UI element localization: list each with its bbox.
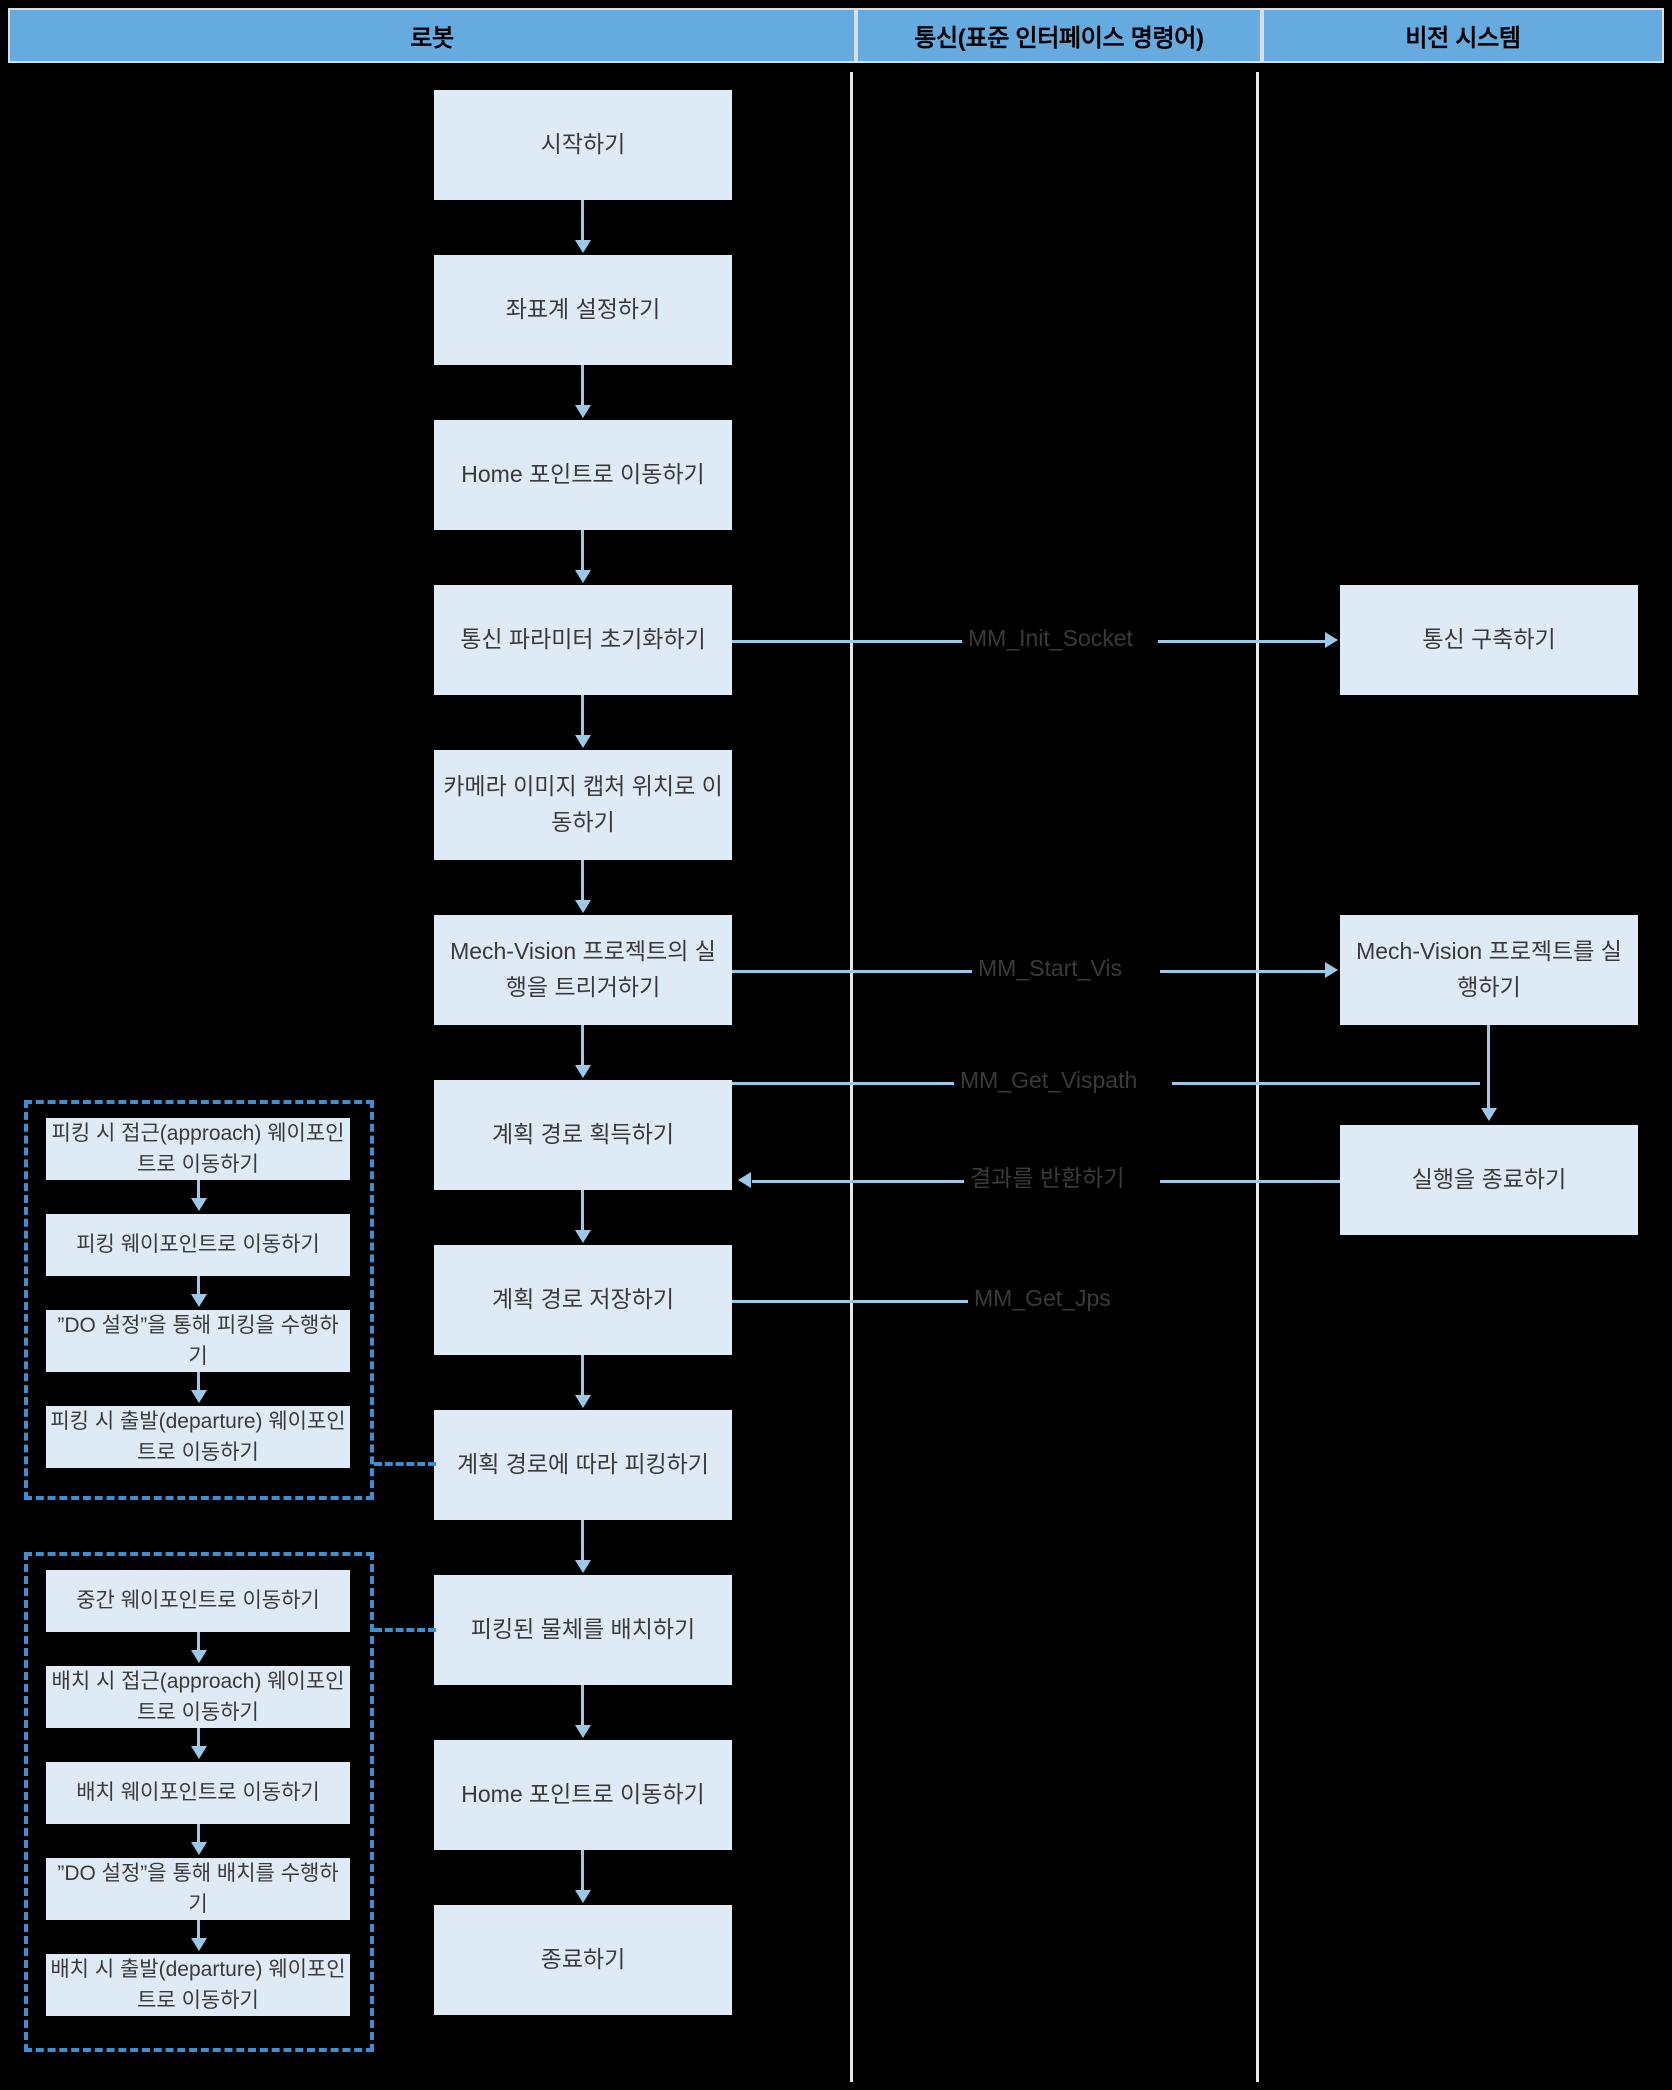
msg-label-get-vispath: MM_Get_Vispath bbox=[954, 1067, 1144, 1094]
connector-place-do-to-departure bbox=[197, 1920, 200, 1940]
lane-header-communication: 통신(표준 인터페이스 명령어) bbox=[856, 8, 1262, 63]
arrowhead-pick-waypoint bbox=[191, 1198, 207, 1211]
connector-place-waypoint-to-do bbox=[197, 1824, 200, 1844]
lane-header-vision-system: 비전 시스템 bbox=[1262, 8, 1664, 63]
place-step-do-set[interactable]: ”DO 설정”을 통해 배치를 수행하기 bbox=[46, 1858, 350, 1920]
dashed-link-place-group-to-main bbox=[374, 1628, 436, 1632]
msg-label-get-jps: MM_Get_Jps bbox=[968, 1285, 1117, 1312]
arrowhead-getpath bbox=[575, 1065, 591, 1078]
vision-step-end-run[interactable]: 실행을 종료하기 bbox=[1340, 1125, 1638, 1235]
connector-capture-to-trigger bbox=[581, 860, 584, 902]
msgline-return-result-right bbox=[1160, 1180, 1340, 1183]
msgline-return-result-left bbox=[752, 1180, 964, 1183]
msg-label-return-result: 결과를 반환하기 bbox=[964, 1165, 1131, 1192]
msgline-init-socket-left bbox=[732, 640, 962, 643]
arrowhead-place bbox=[575, 1560, 591, 1573]
vision-step-build-comm[interactable]: 통신 구축하기 bbox=[1340, 585, 1638, 695]
robot-step-get-plan-path[interactable]: 계획 경로 획득하기 bbox=[434, 1080, 732, 1190]
lane-header-row: 로봇 통신(표준 인터페이스 명령어) 비전 시스템 bbox=[8, 8, 1664, 63]
arrowhead-pick-departure bbox=[191, 1390, 207, 1403]
lane-header-robot: 로봇 bbox=[8, 8, 856, 63]
pick-step-departure[interactable]: 피킹 시 출발(departure) 웨이포인트로 이동하기 bbox=[46, 1406, 350, 1468]
placing-subroutine-group bbox=[24, 1552, 374, 2052]
arrowhead-init bbox=[575, 570, 591, 583]
msgline-get-jps bbox=[732, 1300, 968, 1303]
msgline-start-vis-right bbox=[1160, 970, 1326, 973]
place-step-approach[interactable]: 배치 시 접근(approach) 웨이포인트로 이동하기 bbox=[46, 1666, 350, 1728]
robot-step-init-comm-params[interactable]: 통신 파라미터 초기화하기 bbox=[434, 585, 732, 695]
arrowhead-savepath bbox=[575, 1230, 591, 1243]
connector-home1-to-init bbox=[581, 530, 584, 572]
dashed-link-pick-group-to-main bbox=[374, 1462, 436, 1466]
robot-step-trigger-vision[interactable]: Mech-Vision 프로젝트의 실행을 트리거하기 bbox=[434, 915, 732, 1025]
msgline-start-vis-left bbox=[732, 970, 972, 973]
arrowhead-end bbox=[575, 1890, 591, 1903]
connector-getpath-to-savepath bbox=[581, 1190, 584, 1232]
arrowhead-init-socket bbox=[1325, 632, 1338, 648]
msgline-get-vispath-right bbox=[1172, 1082, 1480, 1085]
msg-label-start-vis: MM_Start_Vis bbox=[972, 955, 1129, 982]
connector-start-to-set-frame bbox=[581, 200, 584, 242]
pick-step-do-set[interactable]: ”DO 설정”을 통해 피킹을 수행하기 bbox=[46, 1310, 350, 1372]
connector-pick-waypoint-to-do bbox=[197, 1276, 200, 1296]
connector-pick-approach-to-waypoint bbox=[197, 1180, 200, 1200]
arrowhead-place-do bbox=[191, 1842, 207, 1855]
robot-step-start[interactable]: 시작하기 bbox=[434, 90, 732, 200]
arrowhead-trigger bbox=[575, 900, 591, 913]
pick-step-approach[interactable]: 피킹 시 접근(approach) 웨이포인트로 이동하기 bbox=[46, 1118, 350, 1180]
arrowhead-set-frame bbox=[575, 240, 591, 253]
place-step-departure[interactable]: 배치 시 출발(departure) 웨이포인트로 이동하기 bbox=[46, 1954, 350, 2016]
lane-divider-robot-comm bbox=[850, 72, 853, 2082]
connector-pick-do-to-departure bbox=[197, 1372, 200, 1392]
robot-step-save-plan-path[interactable]: 계획 경로 저장하기 bbox=[434, 1245, 732, 1355]
robot-step-move-home-1[interactable]: Home 포인트로 이동하기 bbox=[434, 420, 732, 530]
connector-trigger-to-getpath bbox=[581, 1025, 584, 1067]
connector-vision-run-to-endrun bbox=[1487, 1025, 1490, 1110]
lane-divider-comm-vision bbox=[1256, 72, 1259, 2082]
connector-set-frame-to-home1 bbox=[581, 365, 584, 407]
robot-step-move-home-2[interactable]: Home 포인트로 이동하기 bbox=[434, 1740, 732, 1850]
pick-step-waypoint[interactable]: 피킹 웨이포인트로 이동하기 bbox=[46, 1214, 350, 1276]
arrowhead-start-vis bbox=[1325, 962, 1338, 978]
arrowhead-return-result bbox=[738, 1172, 751, 1188]
arrowhead-place-waypoint bbox=[191, 1746, 207, 1759]
arrowhead-pick bbox=[575, 1395, 591, 1408]
place-step-mid-waypoint[interactable]: 중간 웨이포인트로 이동하기 bbox=[46, 1570, 350, 1632]
connector-place-to-home2 bbox=[581, 1685, 584, 1727]
connector-place-approach-to-waypoint bbox=[197, 1728, 200, 1748]
msg-label-init-socket: MM_Init_Socket bbox=[962, 625, 1139, 652]
arrowhead-place-departure bbox=[191, 1938, 207, 1951]
arrowhead-home1 bbox=[575, 405, 591, 418]
connector-home2-to-end bbox=[581, 1850, 584, 1892]
connector-place-mid-to-approach bbox=[197, 1632, 200, 1652]
msgline-init-socket-right bbox=[1158, 640, 1326, 643]
msgline-get-vispath-left bbox=[732, 1082, 954, 1085]
arrowhead-vision-endrun bbox=[1481, 1108, 1497, 1121]
arrowhead-capture bbox=[575, 735, 591, 748]
connector-pick-to-place bbox=[581, 1520, 584, 1562]
arrowhead-pick-do bbox=[191, 1294, 207, 1307]
arrowhead-home2 bbox=[575, 1725, 591, 1738]
robot-step-place-object[interactable]: 피킹된 물체를 배치하기 bbox=[434, 1575, 732, 1685]
robot-step-set-frame[interactable]: 좌표계 설정하기 bbox=[434, 255, 732, 365]
robot-step-move-capture-pos[interactable]: 카메라 이미지 캡처 위치로 이동하기 bbox=[434, 750, 732, 860]
connector-init-to-capture bbox=[581, 695, 584, 737]
picking-subroutine-group bbox=[24, 1100, 374, 1500]
robot-step-pick-along-path[interactable]: 계획 경로에 따라 피킹하기 bbox=[434, 1410, 732, 1520]
vision-step-run-mechvision[interactable]: Mech-Vision 프로젝트를 실행하기 bbox=[1340, 915, 1638, 1025]
place-step-waypoint[interactable]: 배치 웨이포인트로 이동하기 bbox=[46, 1762, 350, 1824]
robot-step-end[interactable]: 종료하기 bbox=[434, 1905, 732, 2015]
connector-savepath-to-pick bbox=[581, 1355, 584, 1397]
arrowhead-place-approach bbox=[191, 1650, 207, 1663]
